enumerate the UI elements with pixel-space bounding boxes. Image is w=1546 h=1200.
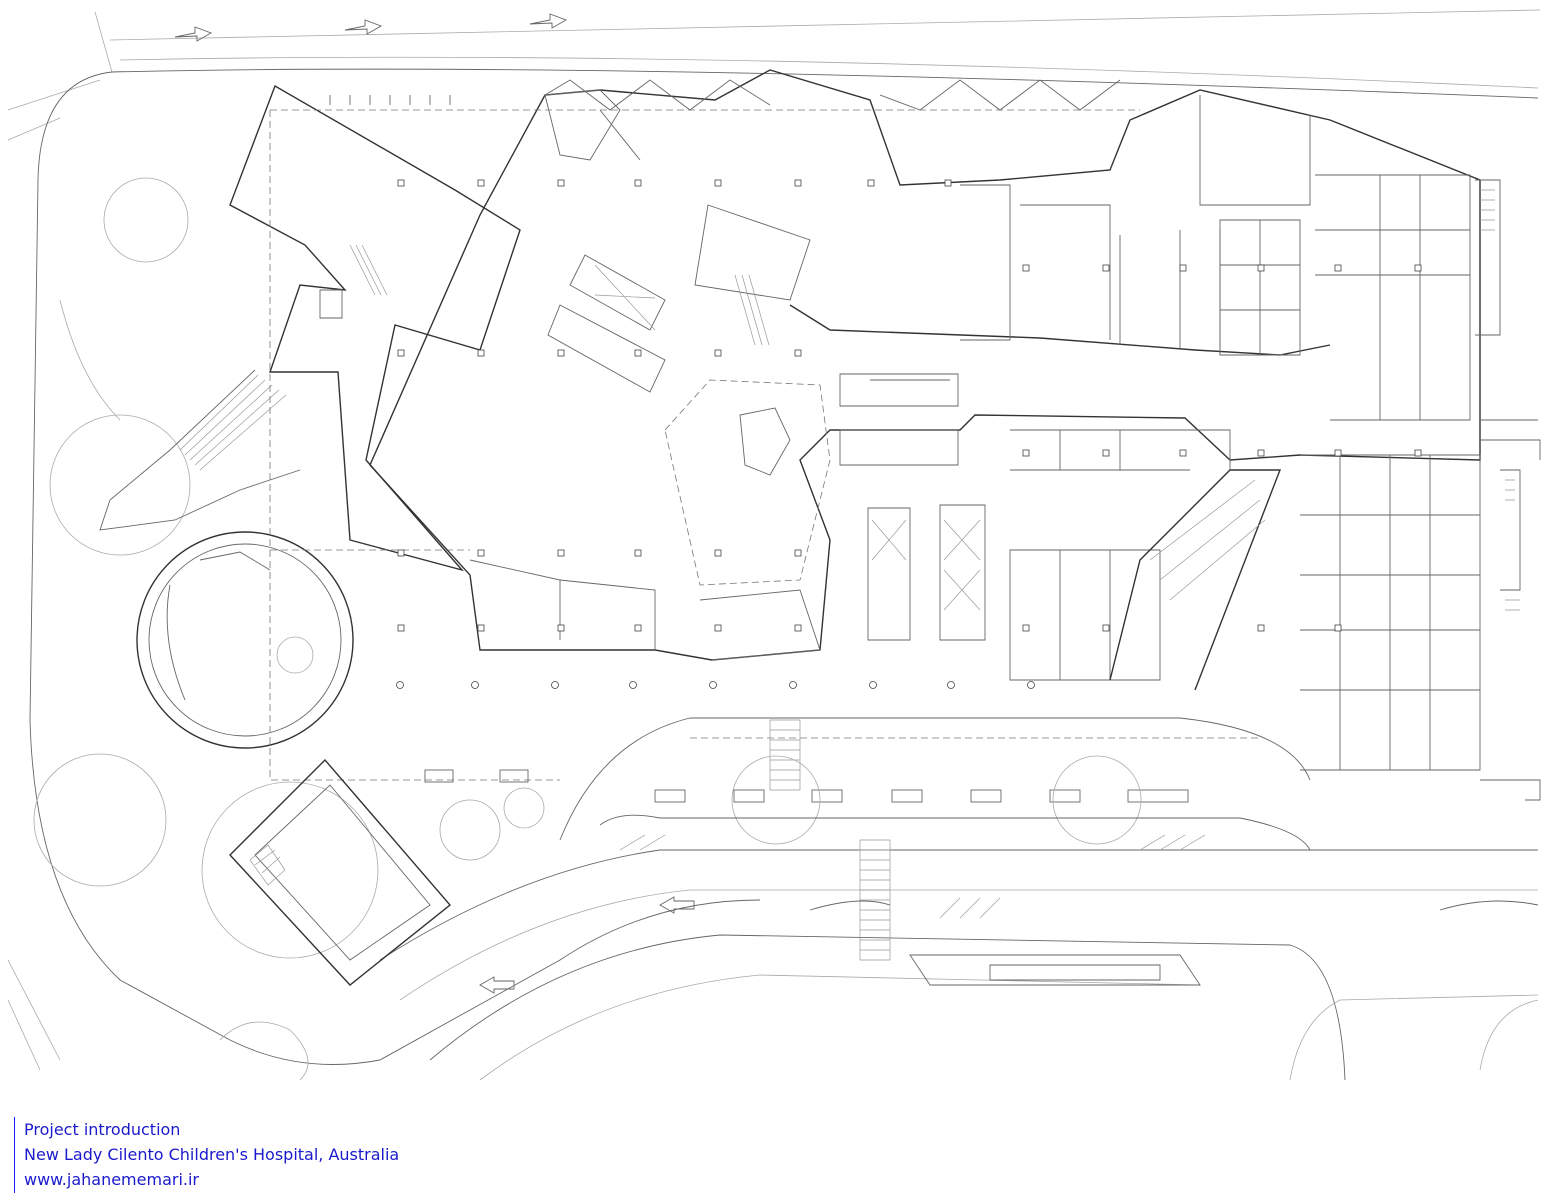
floor-plan-drawing	[7, 9, 1541, 1081]
drop-off-zone	[424, 717, 1311, 851]
north-facade	[270, 79, 1140, 111]
circular-pavilion	[136, 531, 354, 749]
site-landscape	[7, 71, 761, 1081]
caption-line-project-name: New Lady Cilento Children's Hospital, Au…	[24, 1145, 400, 1164]
caption-line-project-introduction: Project introduction	[24, 1120, 181, 1139]
structural-columns	[396, 179, 1422, 689]
carpark-ramp	[229, 758, 452, 986]
caption-line-website: www.jahanememari.ir	[24, 1170, 200, 1189]
west-lobby	[99, 84, 560, 781]
caption-block: Project introduction New Lady Cilento Ch…	[14, 1117, 399, 1193]
south-road	[379, 834, 1539, 1081]
east-wards	[960, 95, 1541, 801]
top-road	[7, 9, 1541, 141]
main-building-outline	[369, 69, 1481, 661]
